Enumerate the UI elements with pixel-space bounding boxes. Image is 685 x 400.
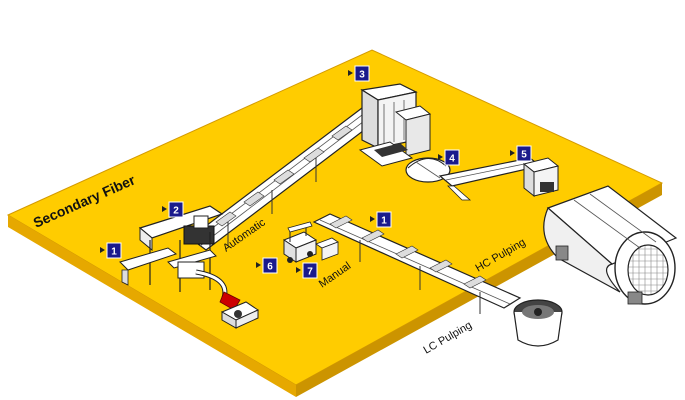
drum-unit-4 <box>405 157 451 183</box>
sorting-station <box>119 205 260 329</box>
marker-number: 1 <box>111 247 117 258</box>
marker-number: 2 <box>173 206 179 217</box>
forklift <box>282 221 339 263</box>
marker-box <box>262 257 278 274</box>
label-lc-pulping: LC Pulping <box>422 319 475 356</box>
marker-pointer-icon <box>256 262 261 268</box>
marker-m1b[interactable]: 1 <box>370 211 392 228</box>
drum-pulper <box>543 185 678 305</box>
marker-box <box>168 201 184 218</box>
marker-box <box>444 149 460 166</box>
hc-conveyor <box>438 157 542 201</box>
marker-layer: 1 2 3 4 5 1 6 7 <box>100 65 532 279</box>
marker-m4[interactable]: 4 <box>438 149 460 166</box>
marker-pointer-icon <box>438 154 443 160</box>
marker-number: 3 <box>359 70 365 81</box>
lc-pulper <box>513 299 563 347</box>
marker-number: 6 <box>267 262 273 273</box>
marker-pointer-icon <box>296 267 301 273</box>
marker-pointer-icon <box>510 150 515 156</box>
marker-pointer-icon <box>100 247 105 253</box>
marker-box <box>354 65 370 82</box>
marker-m2[interactable]: 2 <box>162 201 184 218</box>
marker-pointer-icon <box>370 216 375 222</box>
marker-number: 7 <box>307 267 313 278</box>
marker-m1a[interactable]: 1 <box>100 242 122 259</box>
marker-m7[interactable]: 7 <box>296 262 318 279</box>
feed-unit-5 <box>522 157 560 198</box>
marker-box <box>376 211 392 228</box>
marker-number: 5 <box>521 150 527 161</box>
marker-m6[interactable]: 6 <box>256 257 278 274</box>
marker-number: 4 <box>449 154 455 165</box>
marker-m5[interactable]: 5 <box>510 145 532 162</box>
marker-pointer-icon <box>162 206 167 212</box>
bale-feeder-station <box>358 83 432 167</box>
marker-pointer-icon <box>348 70 353 76</box>
marker-number: 1 <box>381 216 387 227</box>
marker-m3[interactable]: 3 <box>348 65 370 82</box>
platform-front-edge <box>8 215 296 397</box>
marker-box <box>302 262 318 279</box>
manual-conveyor <box>312 213 522 314</box>
marker-box <box>106 242 122 259</box>
marker-box <box>516 145 532 162</box>
